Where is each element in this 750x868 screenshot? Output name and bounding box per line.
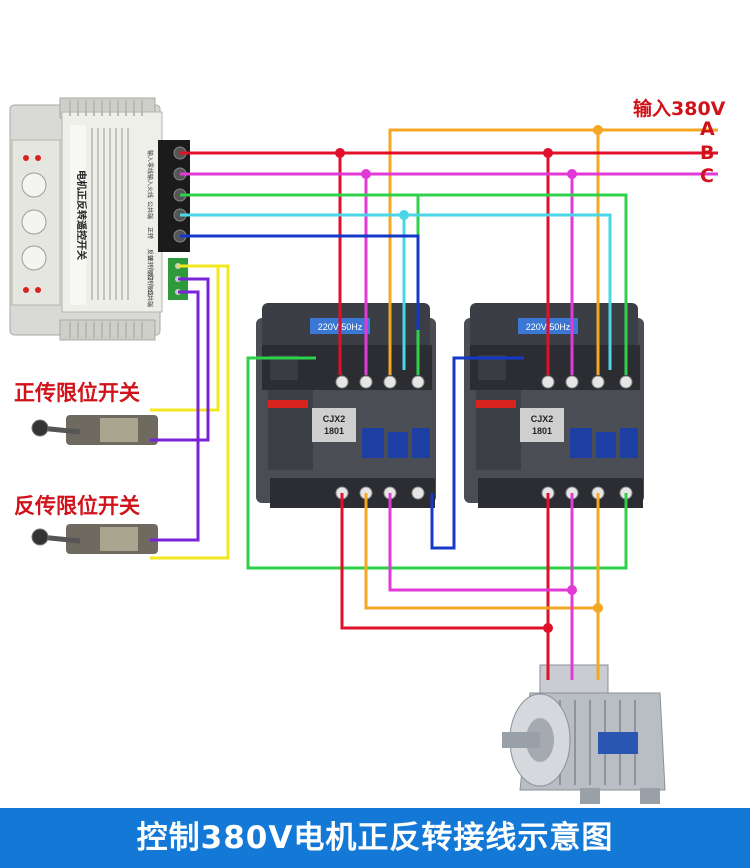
- controller-terminal-label-5: 反转: [146, 249, 154, 261]
- motor: [502, 664, 666, 804]
- wire-out-red: [340, 493, 550, 680]
- controller-terminal-label-8: 公共端: [146, 289, 154, 307]
- remote-button-3: [21, 245, 47, 271]
- wire-limit-purple: [150, 277, 210, 442]
- wire-limit-purple-2: [150, 290, 200, 542]
- contactor-forward: 220V 50Hz CJX2 1801: [256, 303, 436, 508]
- limit-switch-forward-label: 正传限位开关: [14, 381, 140, 405]
- controller-terminal-label-4: 正转: [146, 227, 154, 239]
- wire-out-orange: [364, 493, 600, 680]
- contactor-2-code: 1801: [532, 426, 552, 436]
- controller-terminal-label-6: 正转限位: [146, 256, 154, 280]
- wire-forward: [180, 213, 612, 370]
- contactor-reverse: 220V 50Hz CJX2 1801: [464, 303, 644, 508]
- remote-control-module: 电机正反转遥控开关 输入零线 输入火线 公共端 正转 反转 正转限位 反转限位 …: [9, 97, 190, 341]
- limit-switch-reverse-label: 反传限位开关: [14, 494, 140, 518]
- wire-limit-yellow-2: [150, 264, 220, 412]
- wire-coil-green-2: [430, 356, 524, 550]
- wire-out-magenta: [388, 493, 574, 680]
- contactor-1-code: 1801: [324, 426, 344, 436]
- phase-label-a: A: [700, 118, 715, 140]
- remote-button-2: [21, 209, 47, 235]
- phase-label-b: B: [700, 142, 715, 164]
- footer-title: 控制380V电机正反转接线示意图: [0, 808, 750, 868]
- controller-terminal-label-3: 公共端: [146, 201, 154, 219]
- wire-phase-a: [388, 128, 718, 375]
- limit-switch-reverse-device: [31, 524, 158, 554]
- controller-terminal-label-1: 输入零线: [146, 150, 154, 174]
- input-voltage-label: 输入380V: [633, 98, 726, 120]
- wire-common: [180, 193, 628, 375]
- remote-button-1: [21, 172, 47, 198]
- controller-terminal-label-7: 反转限位: [146, 272, 154, 296]
- contactor-1-model: CJX2: [323, 414, 346, 424]
- controller-title: 电机正反转遥控开关: [75, 170, 88, 260]
- limit-switch-forward-device: [31, 415, 158, 445]
- wire-coil-green-1: [246, 356, 628, 570]
- controller-terminal-label-2: 输入火线: [146, 174, 154, 198]
- contactor-2-model: CJX2: [531, 414, 554, 424]
- wire-reverse: [180, 234, 420, 330]
- phase-label-c: C: [700, 165, 714, 187]
